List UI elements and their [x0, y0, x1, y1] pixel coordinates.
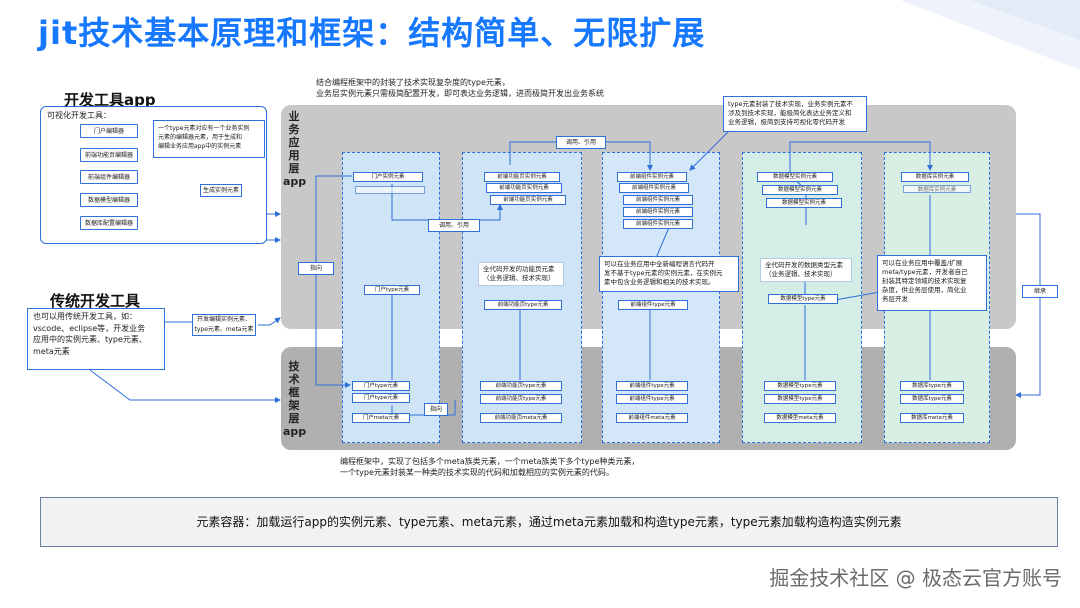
frontend-page-type-element: 前端功能页type元素 — [484, 300, 562, 310]
component-meta-element: 前端组件meta元素 — [616, 413, 688, 423]
component-type-fw-1: 前端组件type元素 — [616, 381, 688, 391]
component-instance-1: 前端组件实例元素 — [617, 172, 687, 182]
frontend-page-type-fw-2: 前端功能页type元素 — [480, 394, 562, 404]
database-instance-2: 数据库实例元素 — [903, 185, 971, 193]
component-instance-3: 前端组件实例元素 — [623, 195, 693, 205]
traditional-tools-text: 也可以用传统开发工具，如： vscode、eclipse等，开发业务 应用中的实… — [33, 312, 147, 356]
database-config-editor-button[interactable]: 数据库配置编辑器 — [80, 216, 138, 230]
frontend-page-editor-button[interactable]: 前端功能页编辑器 — [80, 148, 138, 162]
portal-instance-element: 门户实例元素 — [353, 172, 423, 182]
database-meta-element: 数据库meta元素 — [900, 413, 964, 423]
component-type-element: 前端组件type元素 — [618, 300, 688, 310]
data-model-type-element: 数据模型type元素 — [768, 294, 838, 304]
portal-type-element: 门户type元素 — [364, 285, 420, 295]
data-model-callout: 全代码开发的数据类型元素 （业务逻辑、技术实现） — [760, 258, 852, 282]
component-instance-4: 前端组件实例元素 — [623, 207, 693, 217]
portal-instance-element-shadow — [355, 186, 425, 194]
dev-tools-subtitle: 可视化开发工具： — [47, 111, 111, 120]
dev-tools-heading: 开发工具app — [64, 91, 156, 109]
frontend-component-editor-button[interactable]: 前端组件编辑器 — [80, 170, 138, 184]
component-type-fw-2: 前端组件type元素 — [616, 394, 688, 404]
top-note: 结合编程框架中的封装了技术实现复杂度的type元素， 业务层实例元素只需极简配置… — [316, 78, 604, 98]
database-type-fw-2: 数据库type元素 — [900, 394, 964, 404]
traditional-edit-label: 开发编辑实例元素、 type元素、meta元素 — [192, 314, 256, 336]
call-ref-top-label: 调用、引用 — [556, 136, 606, 149]
point-bottom-label: 指向 — [424, 403, 448, 416]
database-instance-1: 数据库实例元素 — [901, 172, 969, 182]
frontend-page-type-fw-1: 前端功能页type元素 — [480, 381, 562, 391]
type-element-note: type元素封装了技术实现，业务实例元素不 涉及到技术实现，能极简化表达业务定义… — [723, 96, 867, 132]
business-app-layer-label: 业 务 应 用 层 app — [283, 110, 307, 188]
frontend-page-instance-3: 前端功能页实例元素 — [490, 195, 566, 205]
data-model-editor-button[interactable]: 数据模型编辑器 — [80, 193, 138, 207]
portal-type-element-fw-2: 门户type元素 — [352, 393, 410, 403]
component-instance-5: 前端组件实例元素 — [623, 219, 693, 229]
portal-meta-element: 门户meta元素 — [352, 413, 410, 423]
data-model-type-fw-2: 数据模型type元素 — [764, 394, 836, 404]
frontend-page-callout: 全代码开发的功能页元素 （业务逻辑、技术实现） — [478, 262, 564, 286]
watermark: 掘金技术社区 @ 极态云官方账号 — [769, 566, 1062, 590]
data-model-instance-3: 数据模型实例元素 — [766, 198, 842, 208]
data-model-type-fw-1: 数据模型type元素 — [764, 381, 836, 391]
generate-instance-label: 生成实例元素 — [200, 184, 242, 197]
element-container-box: 元素容器：加载运行app的实例元素、type元素、meta元素，通过meta元素… — [40, 497, 1058, 547]
database-type-fw-1: 数据库type元素 — [900, 381, 964, 391]
point-left-label: 指向 — [298, 262, 334, 275]
portal-editor-button[interactable]: 门户编辑器 — [80, 124, 138, 138]
data-model-instance-2: 数据模型实例元素 — [762, 185, 838, 195]
inherit-label: 继承 — [1022, 285, 1058, 298]
frontend-page-meta-element: 前端功能页meta元素 — [480, 413, 562, 423]
database-callout: 可以在业务应用中覆盖/扩展 meta/type元素，开发者自己 封装其特定领域的… — [877, 255, 987, 311]
portal-type-element-fw-1: 门户type元素 — [352, 381, 410, 391]
page-title: jit技术基本原理和框架：结构简单、无限扩展 — [38, 14, 706, 52]
corner-decoration — [900, 0, 1080, 70]
frontend-page-instance-2: 前端功能页实例元素 — [486, 183, 562, 193]
traditional-tools-heading: 传统开发工具 — [50, 292, 141, 310]
editor-callout: 一个type元素对应有一个业务实例 元素的编辑器元素，用于生成和 编辑业务应用a… — [153, 120, 265, 158]
traditional-tools-panel — [27, 308, 165, 370]
data-model-instance-1: 数据模型实例元素 — [757, 172, 833, 182]
framework-layer-label: 技 术 框 架 层 app — [283, 360, 307, 438]
component-instance-2: 前端组件实例元素 — [619, 183, 689, 193]
bottom-note: 编程框架中，实现了包括多个meta族类元素，一个meta族类下多个type种类元… — [340, 457, 640, 477]
frontend-page-instance-1: 前端功能页实例元素 — [484, 172, 560, 182]
call-ref-mid-label: 调用、引用 — [428, 219, 480, 232]
component-callout: 可以在业务应用中全新编程语言代码开 发不基于type元素的实例元素，在实例元 素… — [599, 256, 739, 292]
data-model-meta-element: 数据模型meta元素 — [764, 413, 836, 423]
